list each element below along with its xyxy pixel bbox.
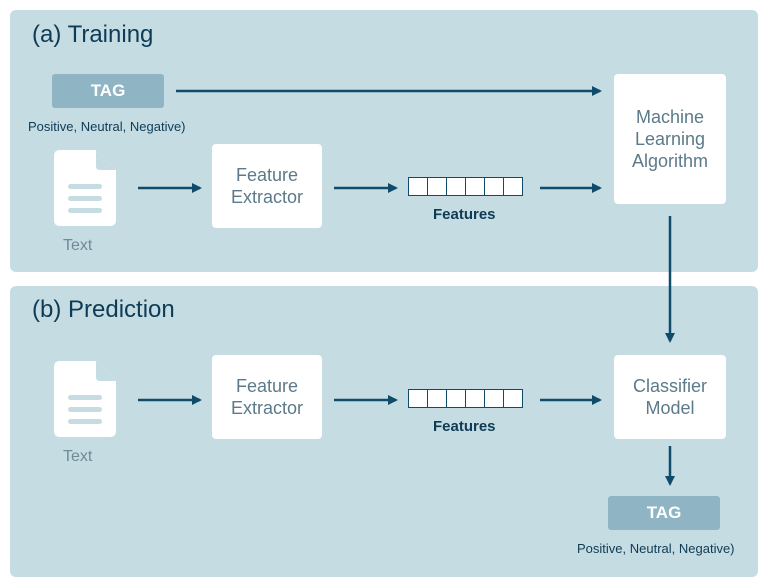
training-feature-vector xyxy=(408,177,523,196)
prediction-title: (b) Prediction xyxy=(32,296,175,323)
training-tag: TAG xyxy=(52,74,164,108)
classifier-model-box: Classifier Model xyxy=(614,355,726,439)
training-features-label: Features xyxy=(433,206,496,223)
training-document-icon xyxy=(54,150,116,226)
prediction-features-label: Features xyxy=(433,418,496,435)
prediction-tag: TAG xyxy=(608,496,720,530)
prediction-tag-caption: Positive, Neutral, Negative) xyxy=(577,541,735,556)
training-doc-label: Text xyxy=(63,237,93,254)
prediction-document-icon xyxy=(54,361,116,437)
training-tag-caption: Positive, Neutral, Negative) xyxy=(28,119,186,134)
training-title: (a) Training xyxy=(32,21,154,48)
prediction-feature-extractor-box: Feature Extractor xyxy=(212,355,322,439)
training-feature-extractor-box: Feature Extractor xyxy=(212,144,322,228)
prediction-doc-label: Text xyxy=(63,448,93,465)
ml-algorithm-box: Machine Learning Algorithm xyxy=(614,74,726,204)
prediction-feature-vector xyxy=(408,389,523,408)
